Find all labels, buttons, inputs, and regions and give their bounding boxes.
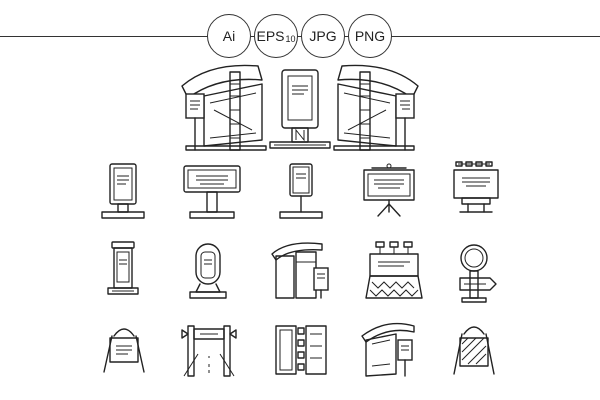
format-label: EPS [256,28,285,44]
street-banner-gate-icon [181,325,237,377]
building-banners-icon [275,325,327,375]
format-badge-ai: Ai [207,14,251,58]
column-lightbox-icon [107,241,139,295]
presentation-easel-icon [363,163,415,217]
lightbox-stand-icon [101,163,145,219]
format-label: Ai [222,28,236,44]
bus-stop-shelter-left-icon [181,64,267,151]
a-frame-sign-icon [103,328,145,373]
standing-billboard-icon [269,69,331,149]
sandwich-board-icon [453,326,495,375]
round-direction-sign-icon [459,244,497,303]
shelter-booth-icon [361,322,415,377]
bus-stop-shelter-right-icon [333,64,419,151]
format-label: PNG [354,28,386,44]
roof-billboard-icon [453,161,499,213]
bus-shelter-with-sign-icon [271,242,329,299]
pylon-sign-icon [279,163,323,219]
format-badge-png: PNG [348,14,392,58]
header-line [0,36,600,37]
format-version: 10 [285,34,296,44]
format-badge-jpg: JPG [301,14,345,58]
format-label: JPG [309,28,337,44]
lit-billboard-icon [365,241,423,299]
wide-billboard-stand-icon [183,165,241,219]
oval-lightbox-icon [189,243,227,299]
